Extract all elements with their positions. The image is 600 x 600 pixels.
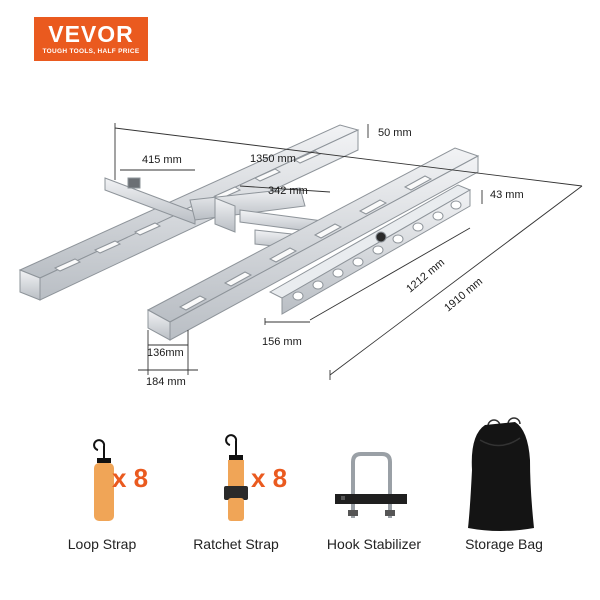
brand-tagline: TOUGH TOOLS, HALF PRICE [42,48,140,55]
hook-stabilizer-label: Hook Stabilizer [326,536,422,552]
dim-ramp-width: 156 mm [262,336,302,348]
ratchet-strap-icon [224,434,248,521]
dim-height: 43 mm [490,189,524,201]
hook-stabilizer-icon [335,452,407,518]
dim-channel-outer: 184 mm [146,376,186,388]
right-rail [146,147,480,341]
loop-strap-label: Loop Strap [67,536,137,552]
dimension-lines [114,123,583,380]
brand-logo: VEVOR TOUGH TOOLS, HALF PRICE [34,17,148,61]
loop-strap-icon [93,439,114,521]
storage-bag-icon [468,417,534,531]
ratchet-strap-label: Ratchet Strap [193,536,279,552]
ratchet-strap-qty: x 8 [251,463,288,493]
dim-cross: 342 mm [268,185,308,197]
dim-channel-inner: 136mm [147,347,184,359]
loading-ramp [268,184,472,315]
dim-top-width: 50 mm [378,127,412,139]
loop-strap-qty: x 8 [112,463,149,493]
dim-length-top: 1350 mm [250,153,296,165]
brand-name: VEVOR [48,21,134,47]
dim-arm: 415 mm [142,154,182,166]
storage-bag-label: Storage Bag [465,536,543,552]
